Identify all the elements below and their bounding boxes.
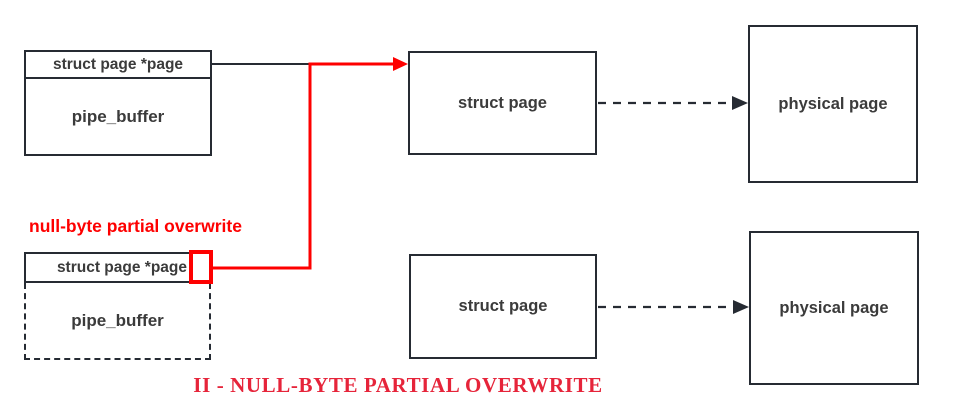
mapping-arrowhead-top-icon [732,96,748,110]
physical-page-box-bottom: physical page [749,231,919,385]
mapping-arrowhead-bottom-icon [733,300,749,314]
pointer-field-label: struct page *page [52,55,184,73]
pipe-buffer-body-bottom: pipe_buffer [24,283,211,360]
struct-page-pointer-field-top: struct page *page [24,50,212,79]
struct-page-label: struct page [458,93,547,112]
overwritten-byte-highlight [189,250,213,284]
pipe-buffer-label: pipe_buffer [71,106,165,126]
diagram-title: II - NULL-BYTE PARTIAL OVERWRITE [193,373,603,397]
pipe-buffer-body-top: pipe_buffer [24,79,212,156]
overwrite-annotation: null-byte partial overwrite [29,216,242,236]
red-arrowhead-icon [393,57,408,71]
struct-page-label: struct page [458,297,548,315]
struct-page-pointer-field-bottom: struct page *page [24,252,191,283]
pointer-field-label: struct page *page [56,258,187,276]
overwritten-pointer-connector [211,62,396,270]
physical-page-label: physical page [778,94,888,113]
struct-page-box-top: struct page [408,51,597,155]
pipe-buffer-label: pipe_buffer [71,310,164,330]
struct-page-box-bottom: struct page [409,254,597,359]
pipe-buffer-box-top: struct page *page pipe_buffer [24,50,212,156]
physical-page-label: physical page [779,298,889,317]
physical-page-box-top: physical page [748,25,918,183]
